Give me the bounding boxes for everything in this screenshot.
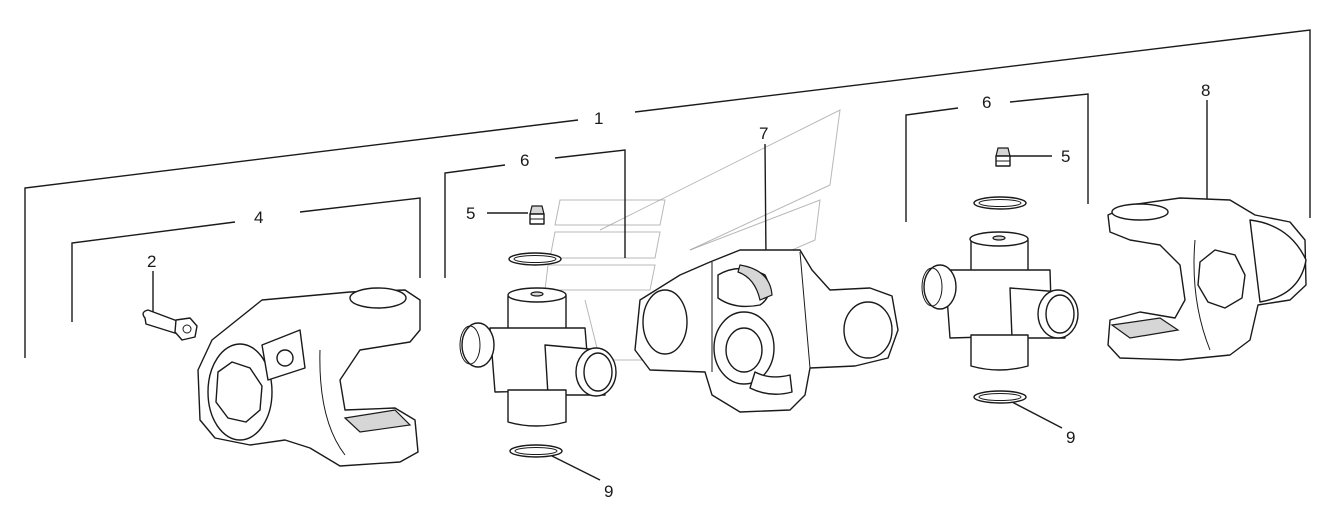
callout-labels: 1 2 4 5 5 6 6 7 8 9 9 [147,81,1210,501]
bracket-1-right [634,29,1311,218]
bolt-part-2 [142,309,198,341]
callout-6-left: 6 [520,151,529,170]
leader-9-right [1011,401,1063,429]
grease-nipple-part-5-left [529,205,545,225]
grease-nipple-part-5-right [995,147,1011,167]
universal-joint-cross-part-6-right [921,231,1079,371]
retaining-rings-right [973,196,1027,404]
callout-7: 7 [759,124,768,143]
bracket-6-left [444,164,506,278]
callout-1: 1 [594,109,603,128]
leader-9-left [549,454,601,481]
callout-5-right: 5 [1061,147,1070,166]
bracket-1 [24,119,579,358]
callout-5-left: 5 [466,204,475,223]
universal-joint-cross-part-6-left [459,287,617,427]
callout-2: 2 [147,252,156,271]
flange-yoke-part-8 [1107,197,1307,361]
flange-yoke-part-4 [197,287,421,467]
callout-brackets [24,29,1311,481]
retaining-rings-left [508,252,563,458]
centering-housing-part-7 [634,249,899,413]
bracket-6-left-right [554,149,626,258]
leader-7 [764,143,767,259]
bracket-4-right [299,197,421,278]
callout-4: 4 [254,208,263,227]
bracket-6-right-right [1009,93,1089,204]
bracket-4 [71,221,236,322]
bracket-6-right [905,107,959,222]
callout-9-left: 9 [604,482,613,501]
callout-8: 8 [1201,81,1210,100]
callout-9-right: 9 [1066,428,1075,447]
callout-6-right: 6 [982,93,991,112]
